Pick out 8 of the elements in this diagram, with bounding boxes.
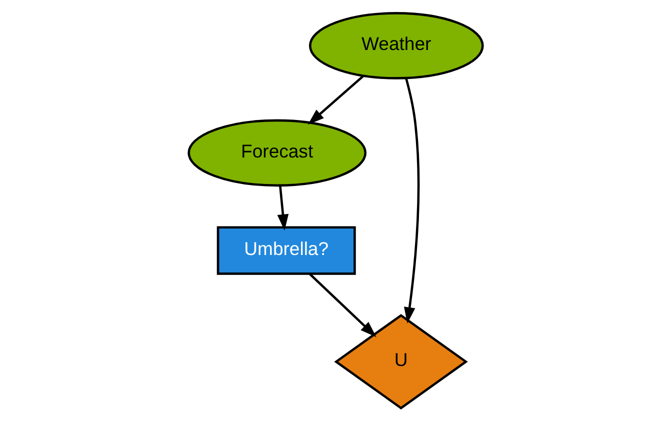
arrow <box>308 272 376 338</box>
node-diamond: U <box>334 314 468 410</box>
node-box: Umbrella? <box>216 226 356 275</box>
arrow <box>404 78 420 324</box>
node-ellipse: Weather <box>308 12 484 80</box>
node-ellipse: Forecast <box>188 119 367 187</box>
arrow <box>308 75 364 125</box>
arrow <box>277 186 289 231</box>
